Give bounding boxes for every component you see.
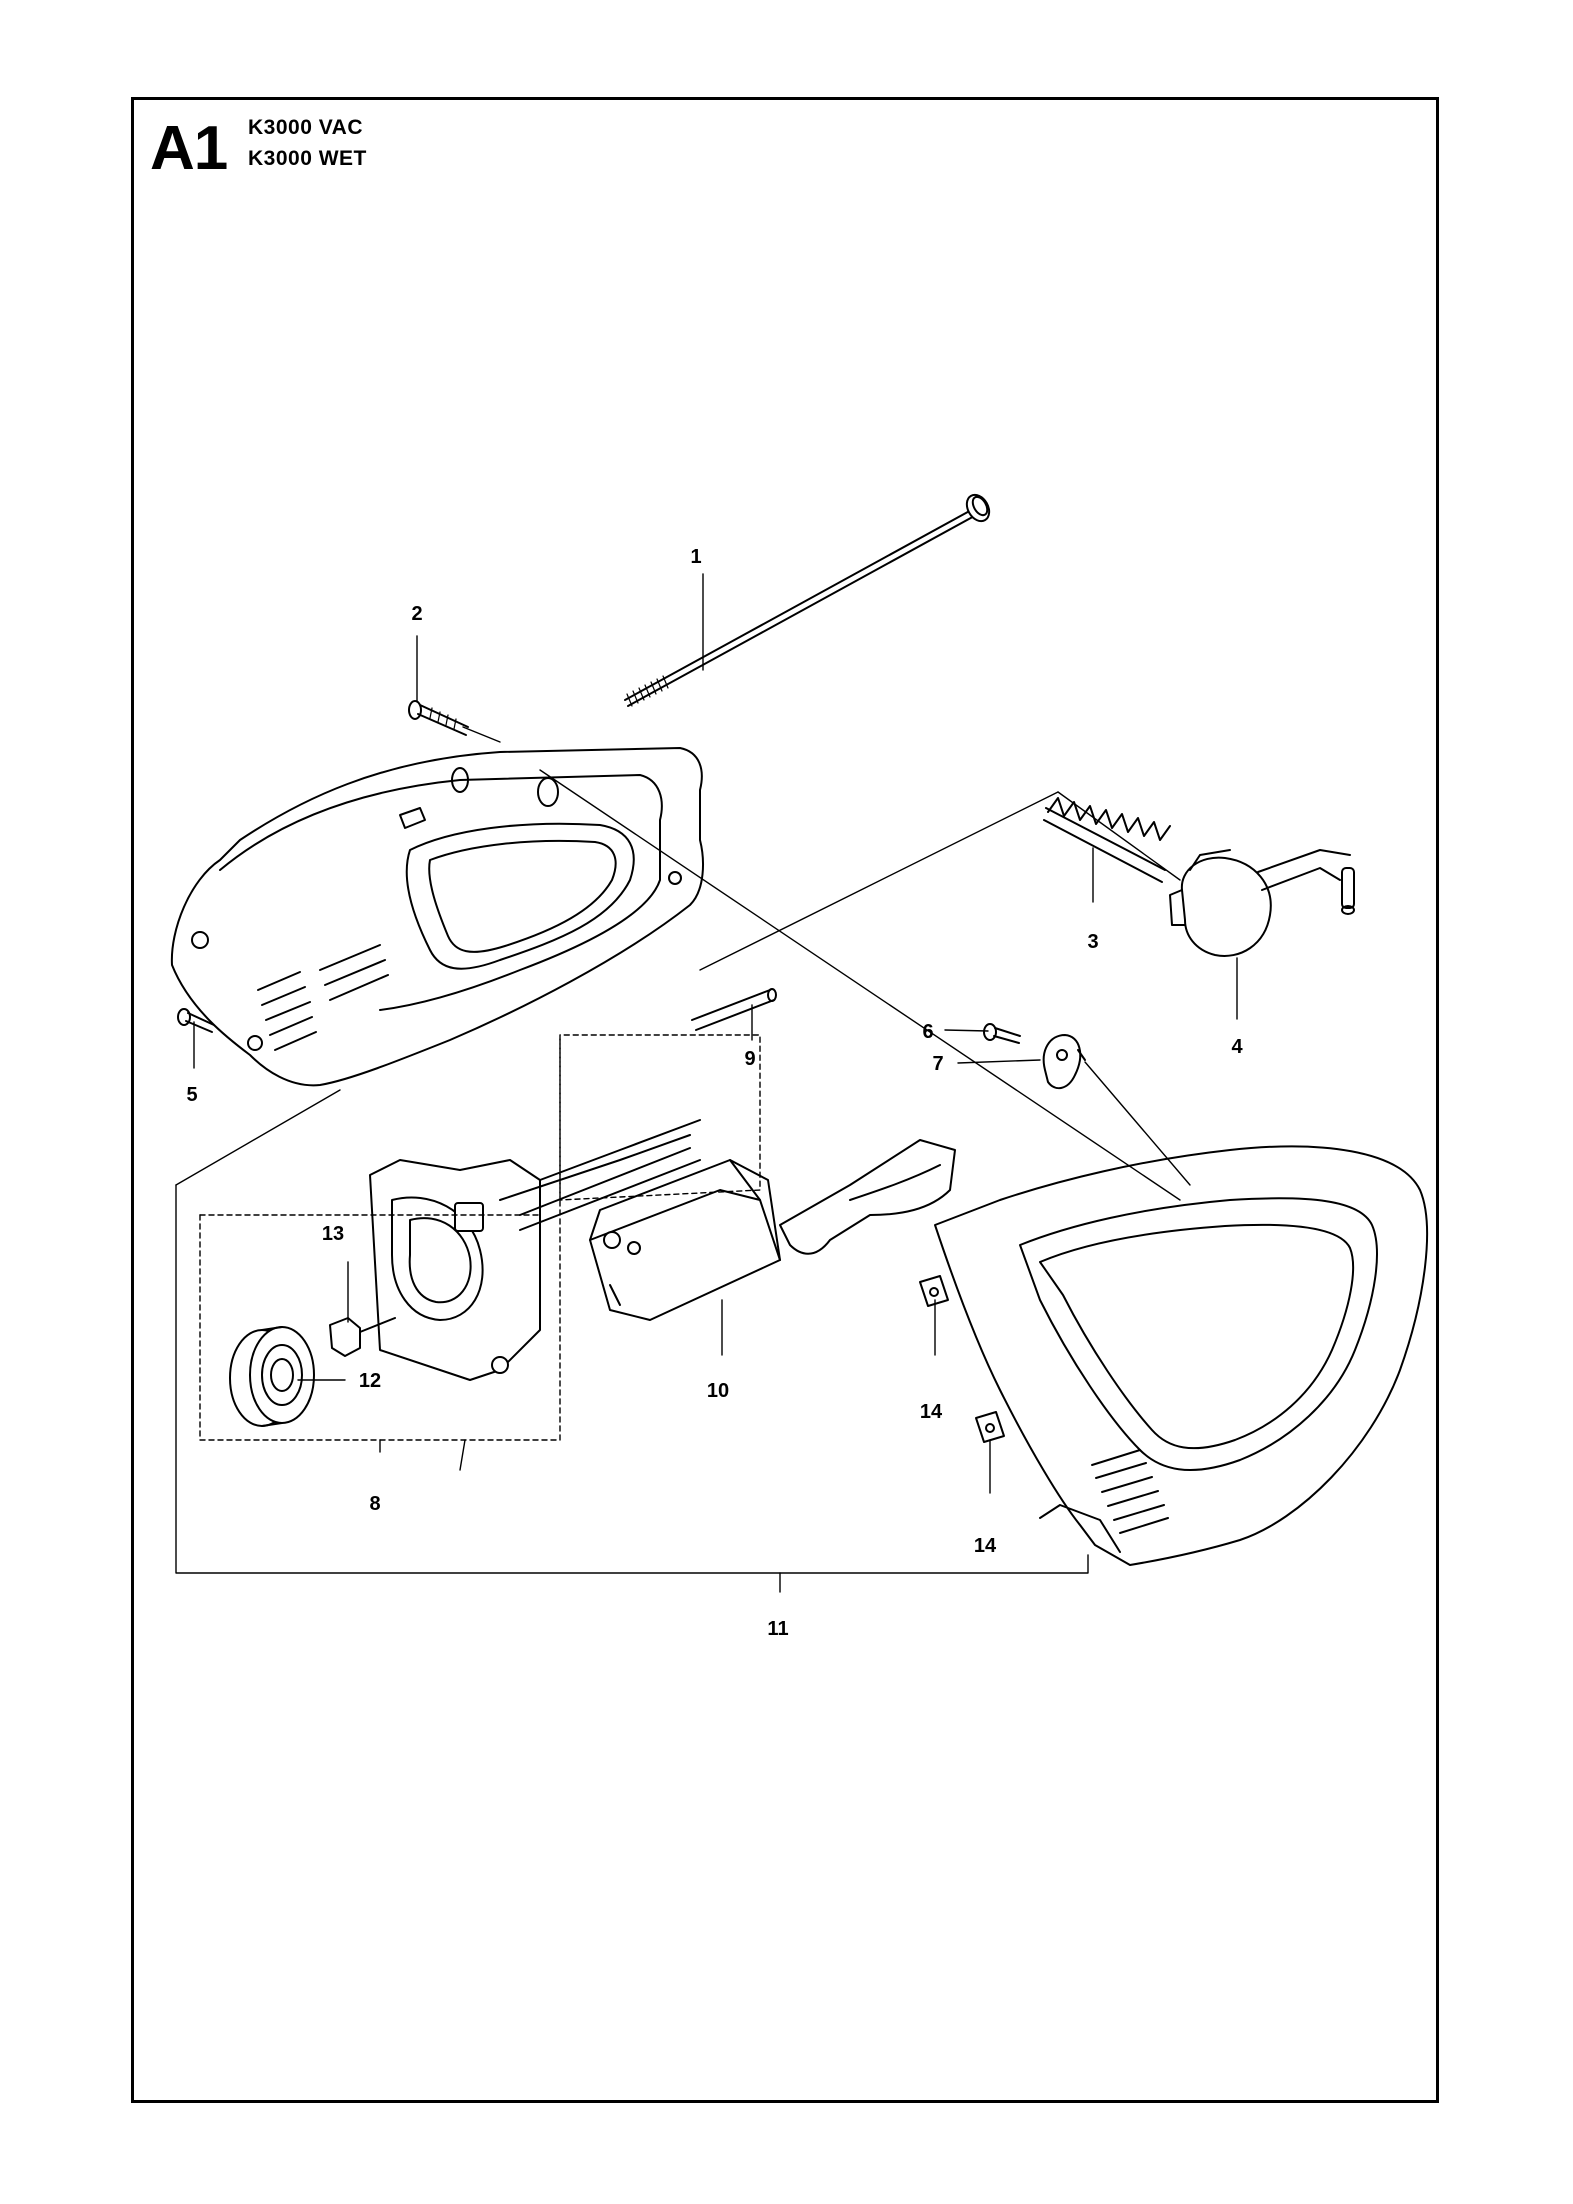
callout-9: 9	[744, 1048, 755, 1070]
part-grommet	[975, 1411, 1005, 1443]
part-spring	[1043, 797, 1171, 883]
diagram-frame	[131, 97, 1439, 2103]
part-clip	[1042, 1034, 1086, 1090]
part-grommet	[919, 1275, 949, 1307]
section-code: A1	[150, 114, 228, 183]
callout-5: 5	[186, 1084, 197, 1106]
callout-14b: 14	[974, 1535, 997, 1557]
part-tube	[691, 988, 777, 1031]
callout-3: 3	[1087, 931, 1098, 953]
callout-4: 4	[1231, 1036, 1243, 1058]
part-housing-right	[934, 1145, 1428, 1566]
callout-10: 10	[707, 1380, 729, 1402]
callout-14a: 14	[920, 1401, 943, 1423]
callout-1: 1	[690, 546, 701, 568]
callout-7: 7	[932, 1053, 943, 1075]
part-rod	[624, 493, 991, 707]
part-knob	[1169, 849, 1355, 957]
part-switch	[589, 1139, 956, 1321]
model-name: K3000 VAC	[248, 116, 363, 139]
part-screw	[177, 1008, 215, 1033]
part-bearing	[229, 1326, 315, 1427]
callout-12: 12	[359, 1370, 381, 1392]
callout-labels: 1 2 3 4 5 6 7 8 9 10 11 12 13 14 14	[186, 546, 1243, 1640]
part-screw	[983, 1023, 1021, 1044]
callout-13: 13	[322, 1223, 344, 1245]
model-name: K3000 WET	[248, 147, 367, 170]
callout-11: 11	[767, 1618, 788, 1640]
callout-8: 8	[369, 1493, 380, 1515]
part-housing-left	[170, 747, 704, 1087]
part-screw	[408, 700, 469, 736]
leader-lines	[175, 573, 1238, 1593]
callout-2: 2	[411, 603, 422, 625]
callout-6: 6	[922, 1021, 933, 1043]
